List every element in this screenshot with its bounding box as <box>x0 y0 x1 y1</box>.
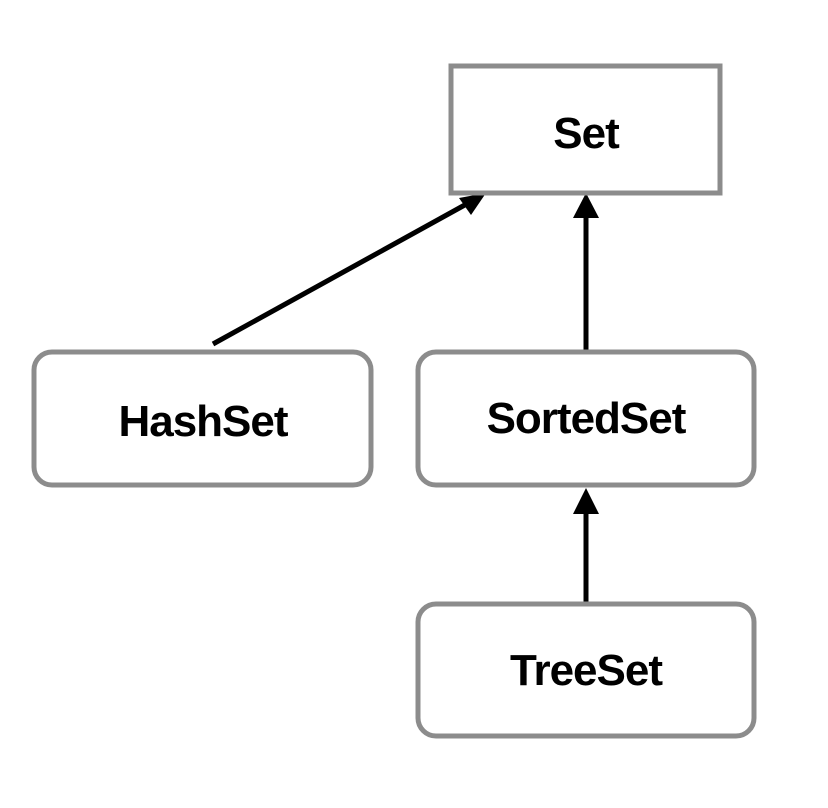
node-set[interactable]: Set <box>448 63 723 196</box>
node-hashset-label: HashSet <box>118 397 288 446</box>
arrowhead-sortedset-to-set <box>573 193 599 218</box>
node-treeset[interactable]: TreeSet <box>415 601 757 739</box>
node-set-label: Set <box>553 109 620 158</box>
node-set-box <box>448 63 723 196</box>
node-sortedset[interactable]: SortedSet <box>415 349 757 488</box>
edges <box>211 193 599 604</box>
edge-hashset-to-set <box>211 198 474 347</box>
node-sortedset-label: SortedSet <box>487 394 687 443</box>
node-hashset[interactable]: HashSet <box>31 349 374 488</box>
arrowhead-hashset-to-set <box>459 193 486 215</box>
node-treeset-box <box>415 601 757 739</box>
node-treeset-label: TreeSet <box>510 646 663 695</box>
arrowhead-treeset-to-sortedset <box>573 488 599 514</box>
node-sortedset-box <box>415 349 757 488</box>
node-hashset-box <box>31 349 374 488</box>
